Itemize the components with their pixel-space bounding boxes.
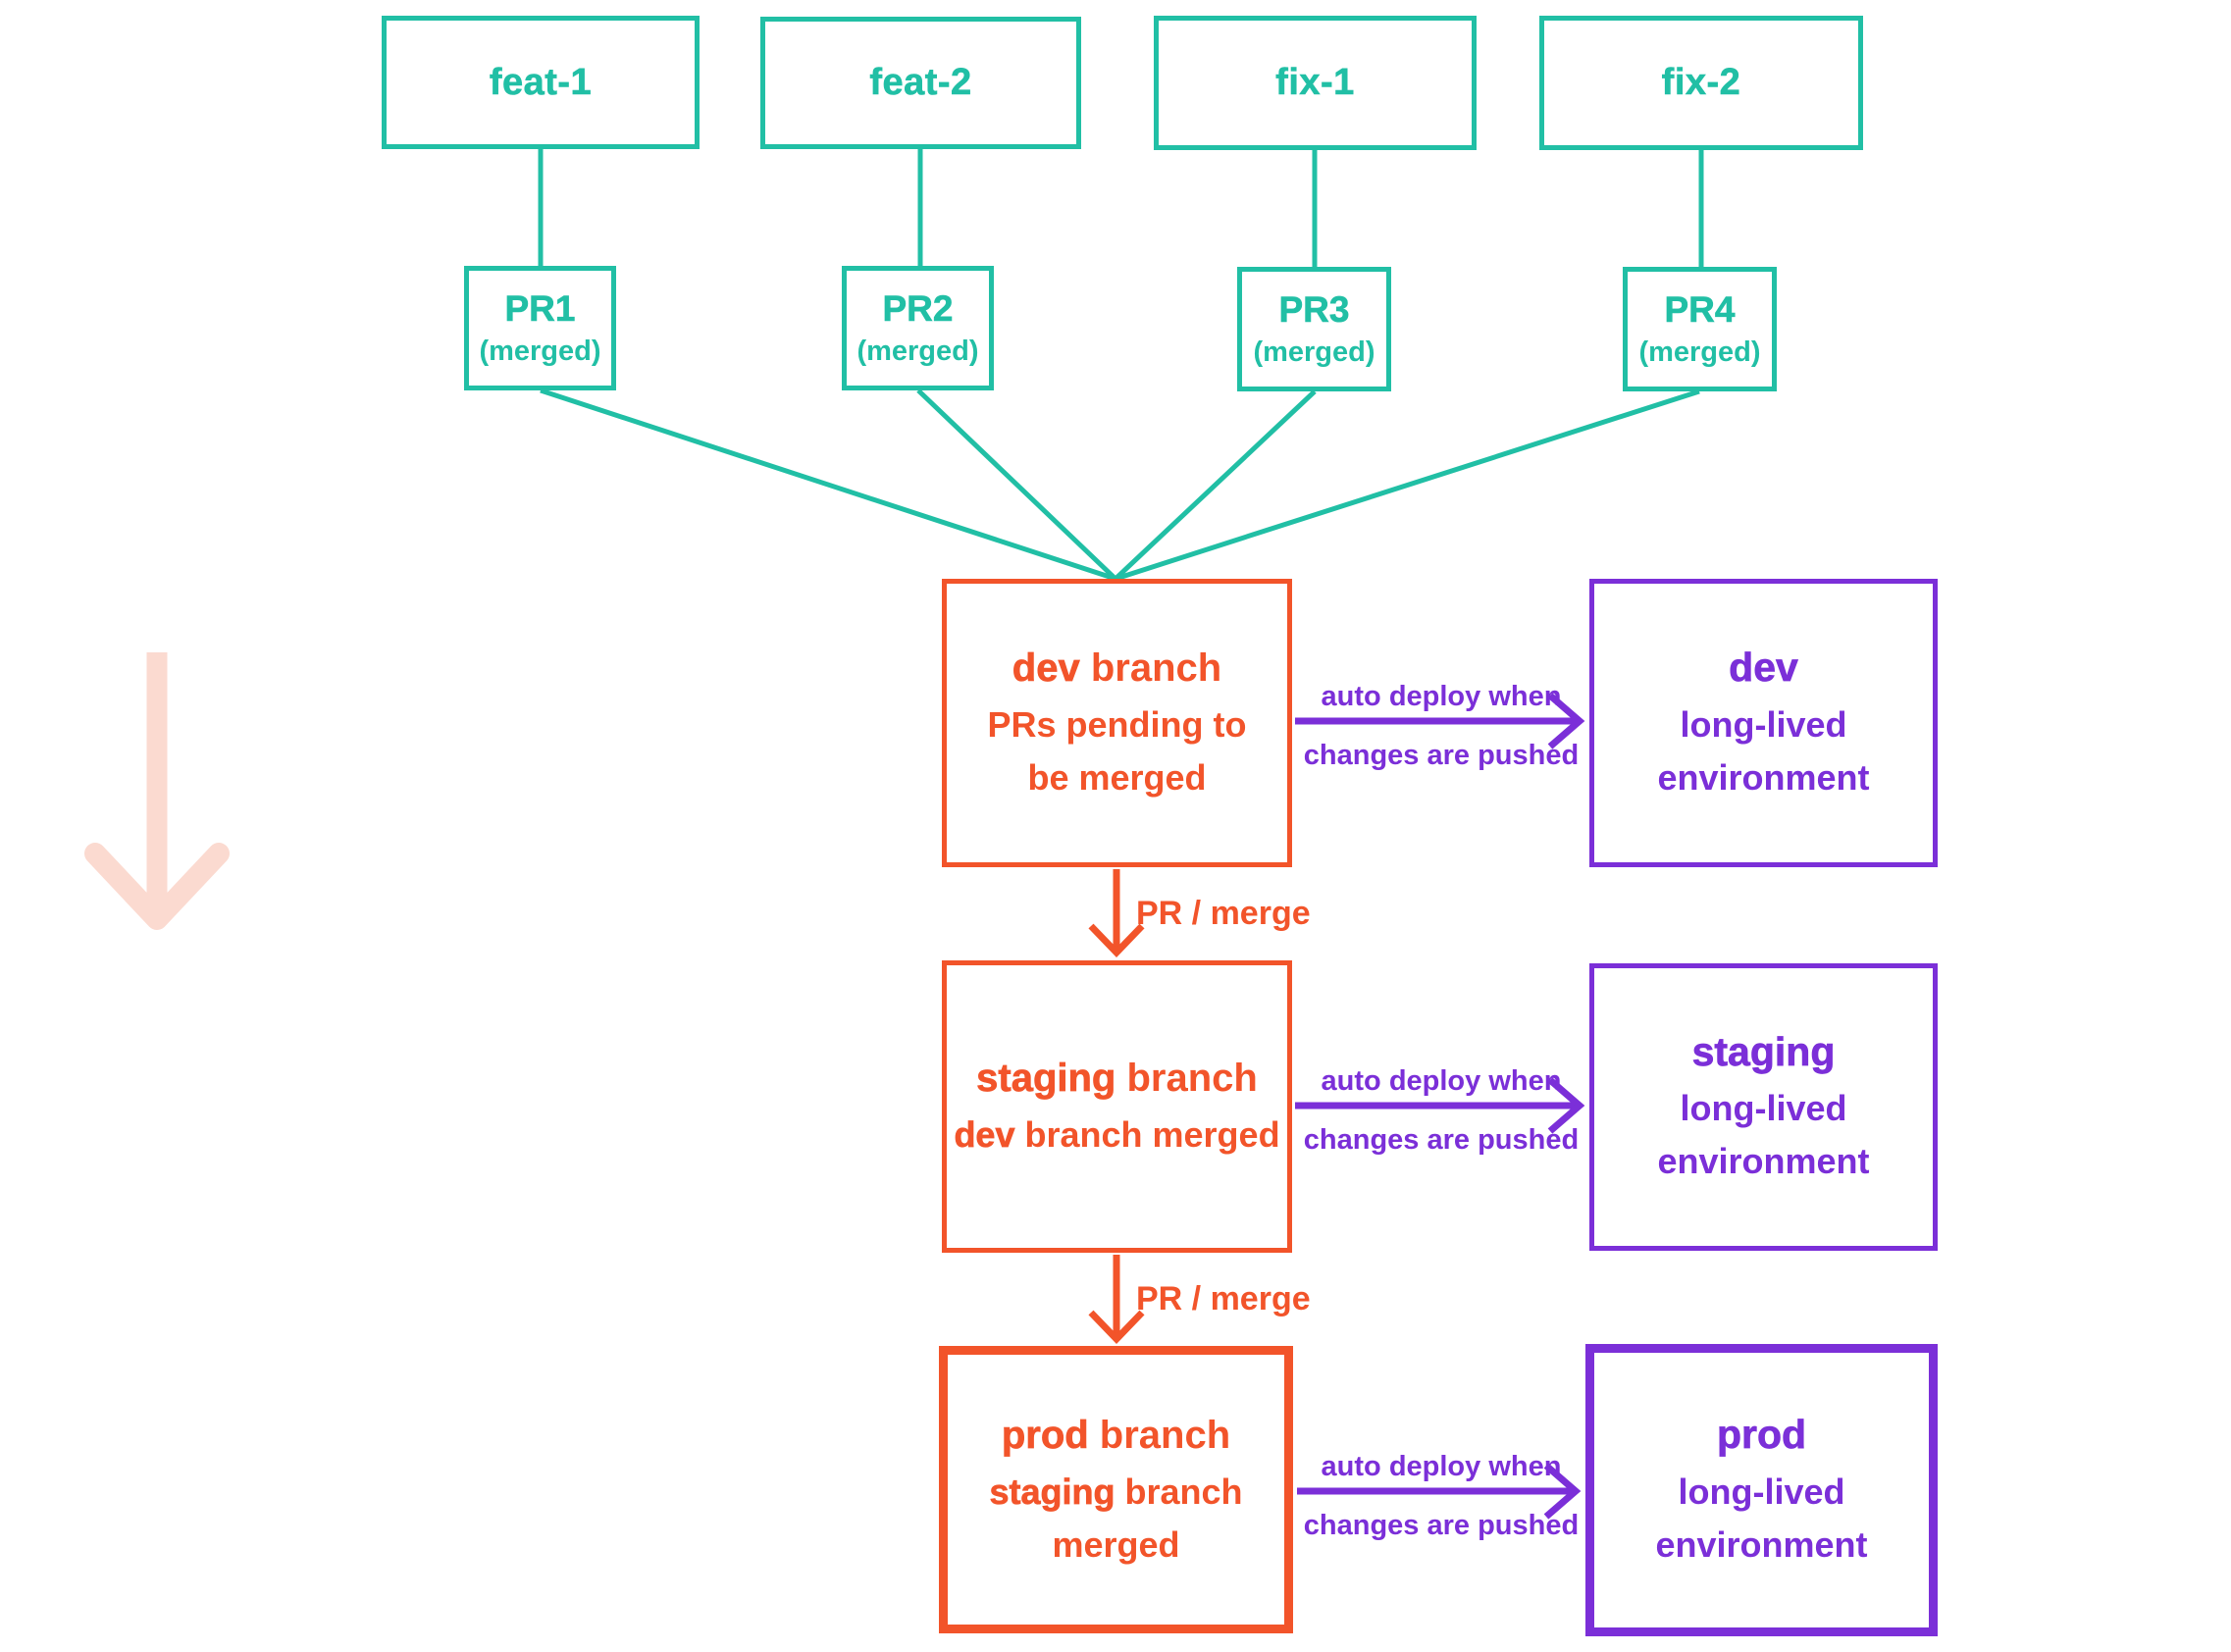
merge-arrow-dev-to-staging (1088, 869, 1145, 958)
staging-branch-title-bold: staging (976, 1057, 1116, 1101)
prod-branch-title-bold: prod (1001, 1413, 1089, 1457)
branch-box-fix-2: fix-2 (1539, 16, 1863, 150)
prod-environment-box: prod long-lived environment (1585, 1344, 1938, 1636)
time-flow-down-arrow-icon (84, 652, 230, 930)
prod-environment-title: prod (1716, 1412, 1807, 1458)
dev-environment-subtitle: long-lived environment (1657, 703, 1870, 798)
branch-box-feat-1: feat-1 (382, 16, 700, 149)
staging-environment-box: staging long-lived environment (1589, 963, 1938, 1251)
dev-branch-title: dev branch (1012, 642, 1221, 695)
deploy-label-prod-line1: auto deploy when (1321, 1451, 1562, 1482)
branch-box-feat-2: feat-2 (760, 17, 1081, 149)
pr-box-3: PR3 (merged) (1237, 267, 1391, 391)
pr-status: (merged) (1638, 336, 1761, 368)
branch-box-fix-1: fix-1 (1154, 16, 1477, 150)
staging-environment-subtitle: long-lived environment (1657, 1088, 1870, 1182)
prod-branch-box: prod branch staging branch merged (939, 1346, 1293, 1633)
staging-branch-sub-rest: branch merged (1014, 1114, 1280, 1155)
prod-branch-sub-rest: branch merged (1052, 1471, 1243, 1565)
pr-title: PR4 (1664, 289, 1736, 331)
deploy-label-dev-line2: changes are pushed (1303, 740, 1580, 771)
dev-branch-sub-rest: PRs pending to be merged (987, 704, 1247, 798)
pr-status: (merged) (856, 336, 979, 367)
dev-branch-box: dev branch PRs pending to be merged (942, 579, 1292, 867)
pr-title: PR3 (1278, 289, 1350, 331)
branch-label: fix-1 (1275, 62, 1355, 104)
deploy-label-staging-line2: changes are pushed (1303, 1124, 1580, 1156)
pr-box-4: PR4 (merged) (1623, 267, 1777, 391)
branch-to-pr-connectors (538, 149, 1704, 267)
staging-environment-title: staging (1691, 1028, 1836, 1074)
pr-title: PR2 (882, 288, 954, 330)
merge-label-dev-staging: PR / merge (1136, 895, 1311, 932)
dev-branch-title-rest: branch (1079, 646, 1222, 690)
staging-branch-sub-bold: dev (954, 1114, 1015, 1156)
dev-branch-title-bold: dev (1012, 646, 1080, 691)
merge-arrow-staging-to-prod (1088, 1255, 1145, 1345)
dev-branch-subtitle: PRs pending to be merged (988, 698, 1247, 804)
deploy-label-prod-line2: changes are pushed (1303, 1510, 1580, 1541)
branch-label: feat-1 (489, 61, 593, 103)
staging-branch-subtitle: dev branch merged (954, 1109, 1279, 1162)
prod-branch-sub-bold: staging (989, 1471, 1116, 1512)
pr-status: (merged) (479, 336, 601, 367)
dev-environment-title: dev (1729, 645, 1798, 691)
staging-branch-title: staging branch (976, 1052, 1258, 1105)
pr-title: PR1 (504, 288, 576, 330)
prod-branch-title: prod branch (1001, 1409, 1231, 1462)
branch-label: fix-2 (1661, 62, 1741, 104)
pr-status: (merged) (1253, 336, 1375, 368)
branch-label: feat-2 (869, 62, 972, 104)
staging-branch-title-rest: branch (1116, 1057, 1258, 1100)
prod-branch-title-rest: branch (1088, 1413, 1231, 1457)
merge-label-staging-prod: PR / merge (1136, 1280, 1311, 1317)
pr-to-dev-branch-connectors (540, 387, 1700, 582)
pr-box-1: PR1 (merged) (464, 266, 616, 390)
deploy-label-dev-line1: auto deploy when (1321, 681, 1562, 712)
prod-environment-subtitle: long-lived environment (1655, 1471, 1868, 1565)
dev-environment-box: dev long-lived environment (1589, 579, 1938, 867)
pr-box-2: PR2 (merged) (842, 266, 994, 390)
deploy-label-staging-line1: auto deploy when (1321, 1065, 1562, 1097)
prod-branch-subtitle: staging branch merged (989, 1466, 1242, 1572)
staging-branch-box: staging branch dev branch merged (942, 960, 1292, 1253)
